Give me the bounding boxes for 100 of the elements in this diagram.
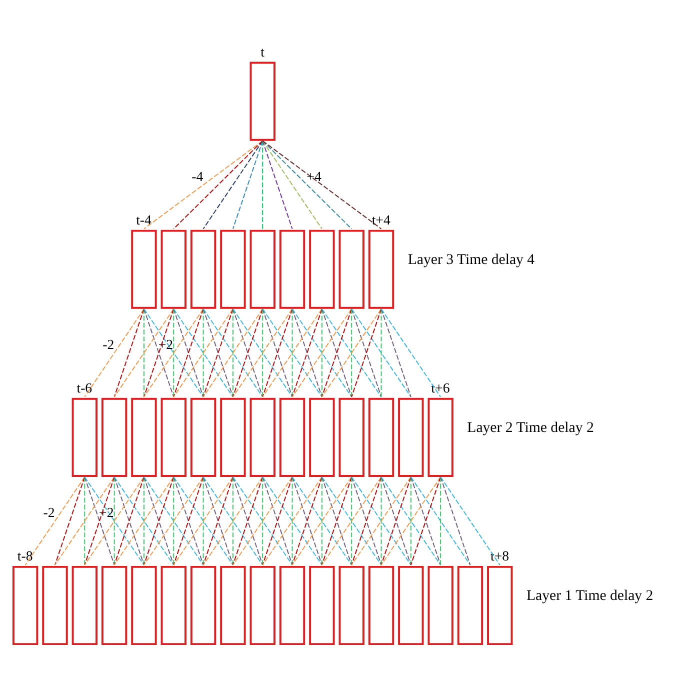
connector [351, 476, 382, 565]
node-box [72, 565, 98, 645]
connector [24, 476, 86, 565]
connector [114, 476, 115, 565]
connector [292, 308, 322, 397]
node-box [279, 229, 306, 308]
node-box [220, 397, 246, 476]
node-box [190, 565, 216, 645]
node-box [457, 565, 484, 645]
node-box [160, 565, 186, 645]
connector [232, 476, 234, 565]
connector [173, 476, 234, 565]
node-label: t+4 [372, 212, 390, 228]
connector [380, 308, 442, 397]
node-box [338, 397, 364, 476]
node-box [398, 565, 424, 645]
node-label: t-6 [76, 380, 92, 396]
connector [321, 308, 382, 397]
connector [440, 476, 471, 565]
connector [143, 476, 174, 565]
connector [262, 140, 264, 229]
edge-label: -2 [102, 336, 114, 352]
node-box [250, 565, 276, 645]
node-box [279, 565, 306, 645]
connector [262, 140, 382, 229]
node-box [131, 565, 157, 645]
node-box [101, 565, 128, 645]
node-box [131, 397, 157, 476]
node-box [309, 397, 335, 476]
connector [202, 476, 204, 565]
node-label: t-4 [136, 212, 152, 228]
node-box [398, 397, 424, 476]
node-box [160, 229, 186, 308]
connector [351, 476, 412, 565]
connector [143, 140, 264, 229]
connector [84, 476, 86, 565]
connector [380, 308, 412, 397]
connector [410, 476, 412, 565]
node-box [190, 397, 216, 476]
connector [232, 308, 293, 397]
connector [114, 476, 144, 565]
connector [262, 308, 322, 397]
connector [54, 476, 86, 565]
node-box [279, 397, 306, 476]
node-label: t+6 [431, 380, 450, 396]
connector [262, 308, 264, 397]
connector [143, 476, 144, 565]
connector [202, 308, 234, 397]
connector [173, 308, 174, 397]
node-box [428, 565, 454, 645]
connector [351, 308, 412, 397]
node-box [250, 229, 276, 308]
node-box [72, 397, 98, 476]
connector [292, 476, 352, 565]
node-box [428, 397, 454, 476]
connector [143, 308, 204, 397]
connector [173, 140, 264, 229]
connector [351, 308, 352, 397]
connector [292, 308, 352, 397]
connector [262, 476, 264, 565]
connector [202, 476, 264, 565]
label: Layer 3 Time delay 4 [408, 251, 535, 268]
node-box [338, 565, 364, 645]
connector [262, 308, 293, 397]
node-box [368, 397, 394, 476]
connector [351, 308, 382, 397]
connector [351, 476, 352, 565]
node-box [42, 565, 68, 645]
node-box [190, 229, 216, 308]
connector [173, 476, 174, 565]
node-label: t [260, 44, 264, 60]
connector [321, 308, 352, 397]
connector [173, 476, 204, 565]
connector [143, 308, 174, 397]
connector [380, 476, 382, 565]
connector [292, 476, 293, 565]
connector [232, 476, 264, 565]
node-box [250, 61, 276, 140]
node-box [309, 229, 335, 308]
connector [114, 308, 144, 397]
connector [232, 308, 234, 397]
connector [54, 476, 115, 565]
connector [143, 308, 144, 397]
connector [114, 308, 174, 397]
edge-label: -2 [43, 504, 55, 520]
connector [321, 476, 352, 565]
connector [380, 476, 442, 565]
connector [292, 476, 322, 565]
node-box [368, 565, 394, 645]
node-box [101, 397, 128, 476]
connector [202, 140, 264, 229]
connector [262, 140, 322, 229]
connector [410, 476, 442, 565]
connector [202, 308, 264, 397]
connector [321, 476, 382, 565]
connector [321, 476, 322, 565]
connector [380, 308, 382, 397]
connector [292, 308, 293, 397]
connector [84, 476, 144, 565]
connector [232, 140, 264, 229]
